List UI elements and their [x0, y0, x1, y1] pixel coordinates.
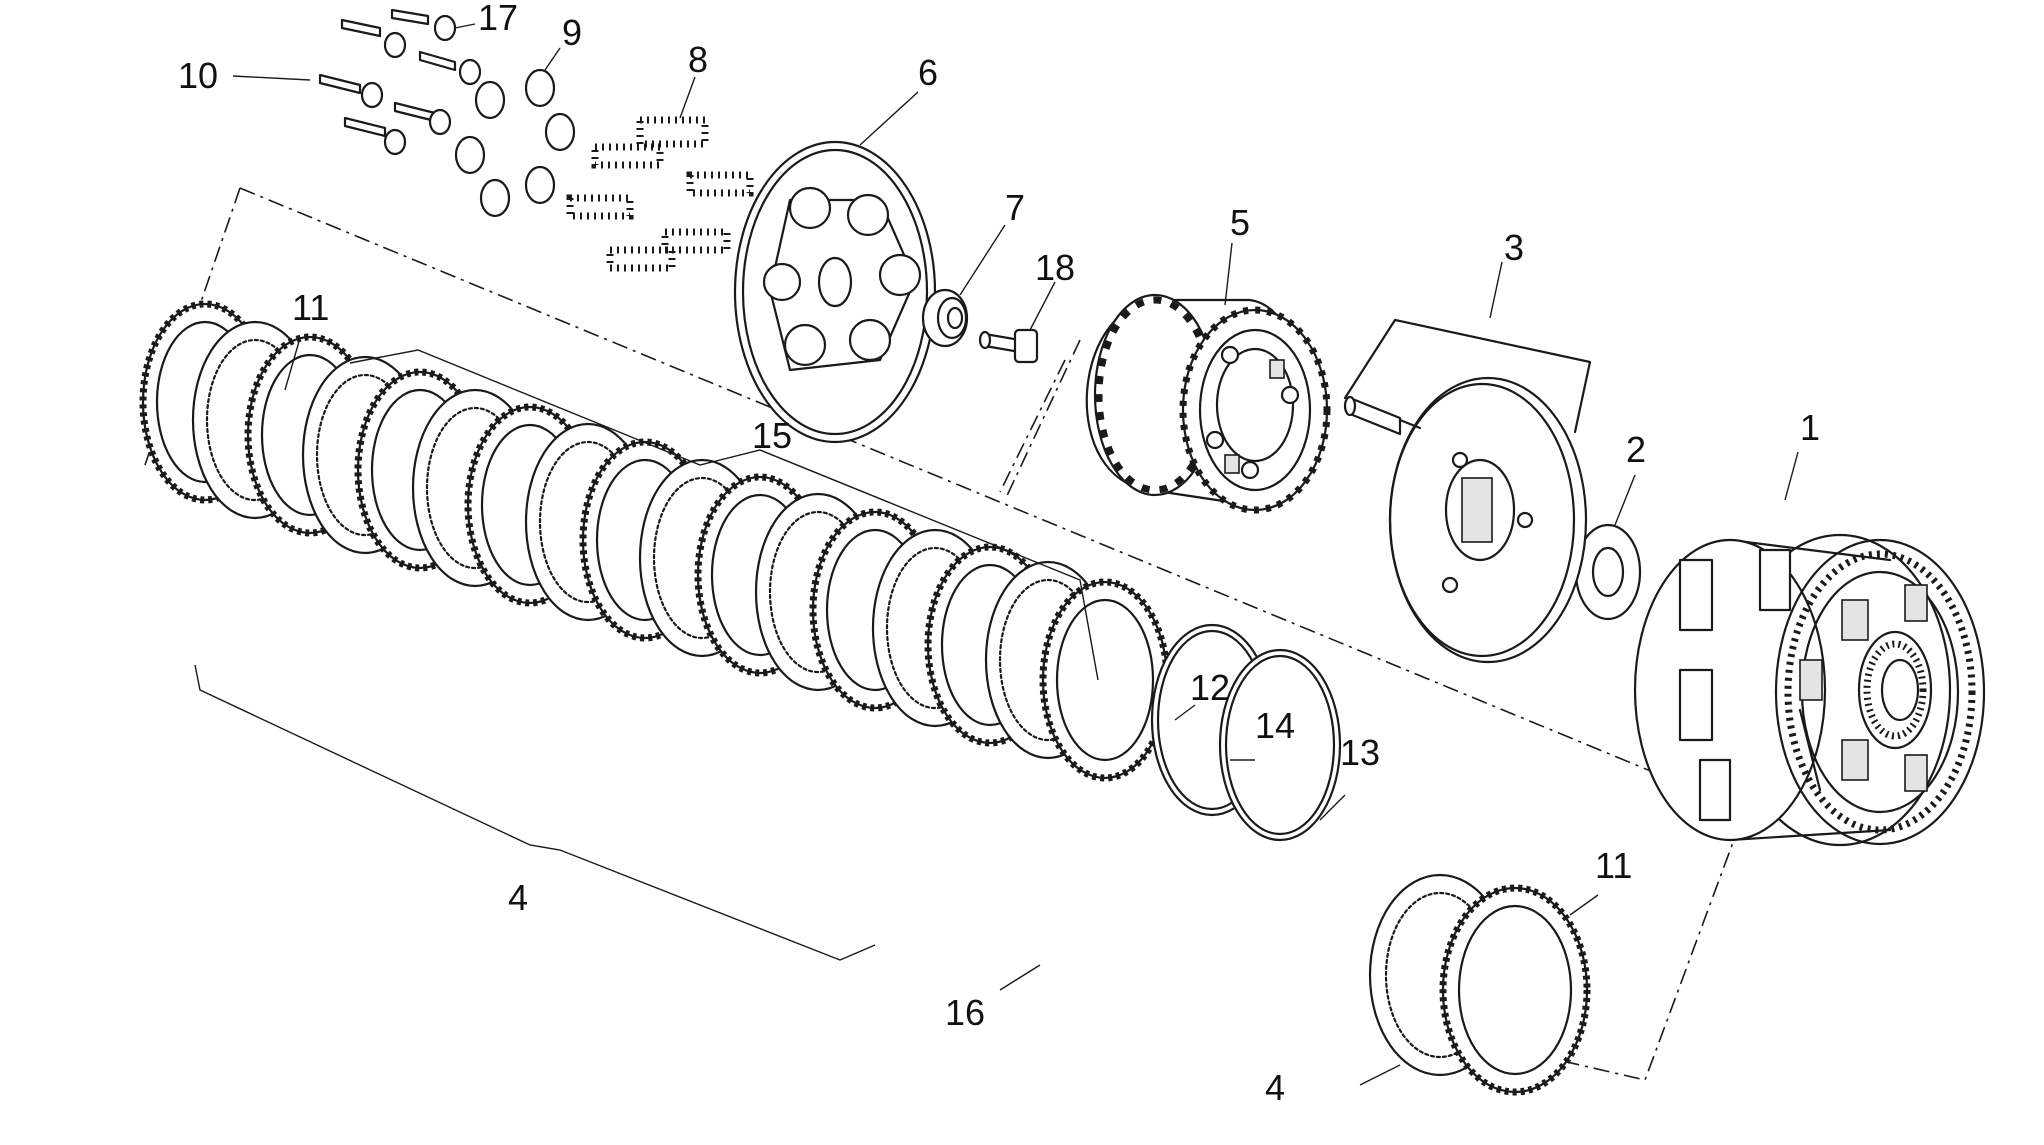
part-7-bearing [921, 288, 969, 348]
part-13-ring [1218, 648, 1342, 842]
callout-14: 14 [1255, 705, 1295, 746]
callout-4-lower: 4 [1265, 1067, 1285, 1108]
part-6-spring-cup-plate [733, 140, 937, 444]
callout-11-lower: 11 [1595, 845, 1632, 886]
callout-5: 5 [1230, 202, 1250, 243]
callout-4-upper: 4 [508, 877, 528, 918]
callout-2: 2 [1626, 429, 1646, 470]
callout-17: 17 [478, 0, 518, 38]
callout-10: 10 [178, 55, 218, 96]
callout-18: 18 [1035, 247, 1075, 288]
callout-numbers: 1 2 3 4 4 5 6 7 8 9 10 11 11 12 13 14 15… [178, 0, 1820, 1108]
part-18-push-rod [978, 328, 1039, 364]
part-5-clutch-hub [1085, 293, 1331, 514]
callout-13: 13 [1340, 732, 1380, 773]
bracket-15 [349, 349, 1099, 681]
callout-7: 7 [1005, 187, 1025, 228]
part-17-washers [360, 14, 482, 156]
part-9-spring-cups [454, 68, 576, 218]
part-1-clutch-housing [1633, 533, 1986, 847]
callout-12: 12 [1190, 667, 1230, 708]
part-12-friction-disc [1039, 578, 1171, 782]
callout-16: 16 [945, 992, 985, 1033]
callout-1: 1 [1800, 407, 1820, 448]
leader-lines [232, 23, 1799, 1086]
callout-9: 9 [562, 12, 582, 53]
part-10-bolts [318, 8, 457, 138]
bracket-4 [194, 664, 876, 961]
callout-6: 6 [918, 52, 938, 93]
callout-8: 8 [688, 39, 708, 80]
part-8-springs [566, 116, 754, 272]
callout-15: 15 [752, 415, 792, 456]
part-11-lower-friction-disc [1439, 884, 1591, 1096]
part-3-pressure-plate [1343, 318, 1592, 664]
part-15-disc-stack [191, 320, 1056, 747]
callout-11-upper: 11 [292, 287, 329, 328]
callout-3: 3 [1504, 227, 1524, 268]
